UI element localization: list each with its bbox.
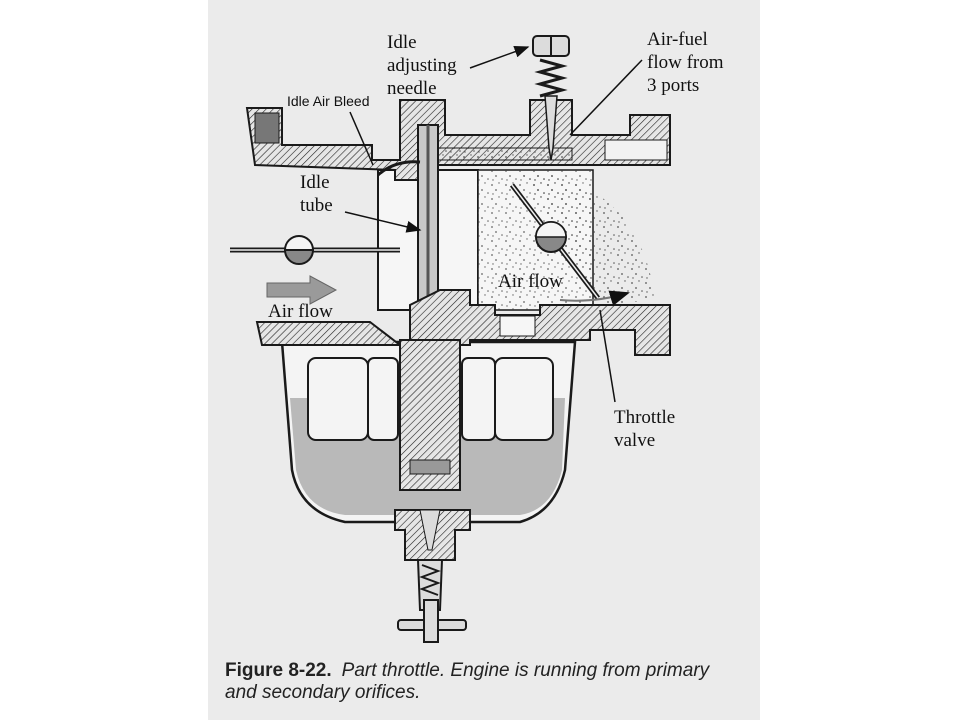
air-flow-arrow-left: [266, 275, 338, 305]
air-fuel-label: Air-fuel flow from 3 ports: [647, 29, 728, 96]
lower-flange: [255, 289, 671, 356]
idle-adjusting-needle: [532, 35, 570, 161]
idle-air-bleed-label: Idle Air Bleed: [287, 93, 370, 109]
idle-needle-label: Idle adjusting needle: [387, 32, 461, 99]
figure-caption: Figure 8-22.Part throttle. Engine is run…: [225, 660, 745, 704]
throttle-valve-label: Throttle valve: [614, 407, 680, 451]
float-right: [494, 357, 554, 441]
choke-plate: [230, 235, 400, 265]
top-casting: [245, 99, 671, 181]
float-left: [307, 357, 369, 441]
idle-tube-leader: [344, 211, 422, 233]
air-fuel-spray: [520, 170, 655, 305]
air-flow-label-left: Air flow: [268, 301, 333, 322]
idle-air-bleed-passage: [377, 160, 421, 177]
air-fuel-leader: [569, 59, 643, 136]
idle-needle-leader: [469, 45, 530, 69]
throttle-valve-leader: [599, 309, 616, 403]
idle-tube-label: Idle tube: [300, 172, 334, 216]
air-flow-label-right: Air flow: [498, 271, 563, 292]
figure-number: Figure 8-22.: [225, 660, 332, 681]
idle-air-bleed-leader: [349, 111, 374, 166]
air-flow-arrow-right: [559, 290, 630, 306]
caption-text: Part throttle. Engine is running from pr…: [225, 660, 710, 703]
throttle-valve-plate: [510, 183, 600, 300]
air-horn-body: [377, 169, 655, 311]
main-jet-column: [394, 339, 471, 643]
